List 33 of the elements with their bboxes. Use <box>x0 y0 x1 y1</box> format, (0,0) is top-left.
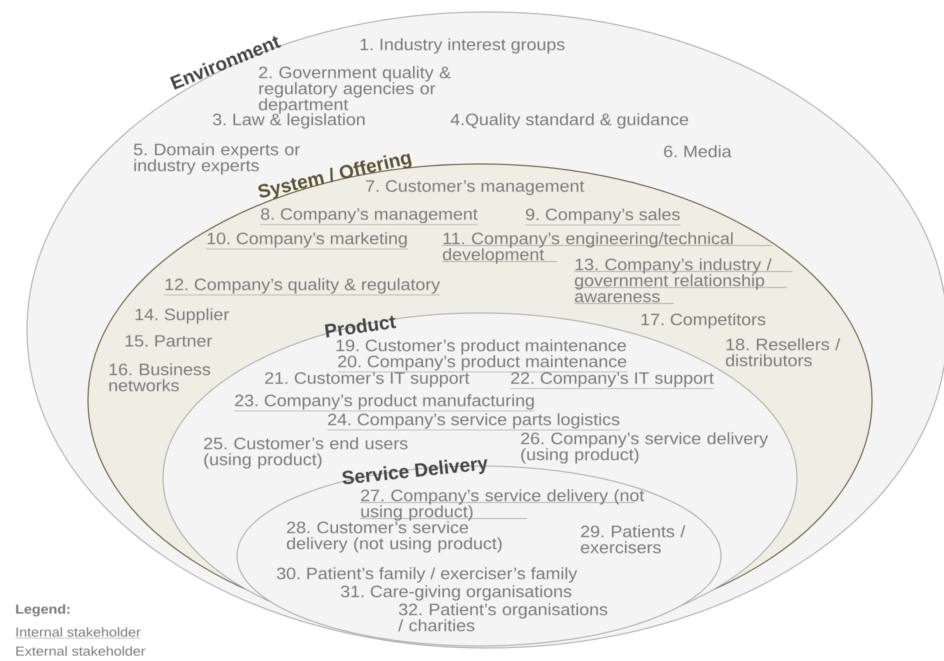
stakeholder-text: 1. Industry interest groups <box>360 38 565 54</box>
stakeholder-text: 21. Customer’s IT support <box>265 372 470 388</box>
stakeholder-text: 22. Company’s IT support <box>510 372 714 389</box>
stakeholder-text: 26. Company’s service delivery (using product) <box>521 432 768 464</box>
stakeholder-text: 15. Partner <box>126 335 212 347</box>
stakeholder-text: 23. Company’s product manufacturing <box>234 394 536 412</box>
stakeholder-text: 7. Customer’s management <box>366 180 584 196</box>
stakeholder-text: 6. Media <box>664 145 732 158</box>
stakeholder-text: 29. Patients / exercisers <box>580 525 686 554</box>
stakeholder-text: 17. Competitors <box>642 313 766 329</box>
stakeholder-text: 28. Customer’s service delivery (not using product) <box>286 521 502 553</box>
stakeholder-text: 27. Company’s service delivery (not using product) <box>360 489 644 521</box>
stakeholder-text: 32. Patient’s organisations / charities <box>398 603 608 632</box>
stakeholder-text: 10. Company’s marketing <box>206 232 408 250</box>
stakeholder-text: 3. Law & legislation <box>212 113 365 129</box>
stakeholder-text: 24. Company’s service parts logistics <box>327 413 620 430</box>
stakeholder-text: 19. Customer’s product maintenance <box>336 339 626 355</box>
legend-heading: Legend: <box>16 604 70 616</box>
stakeholder-text: 16. Business networks <box>109 363 210 392</box>
stakeholder-text: 14. Supplier <box>136 308 229 324</box>
region-heading: Product <box>324 316 396 338</box>
stakeholder-text: 8. Company’s management <box>260 208 478 225</box>
stakeholder-text: 18. Resellers / distributors <box>726 338 840 366</box>
stakeholder-text: 30. Patient’s family / exerciser’s family <box>276 567 578 583</box>
stakeholder-text: 9. Company’s sales <box>525 208 681 226</box>
stakeholder-text: 4.Quality standard & guidance <box>450 113 688 129</box>
stakeholder-text: 12. Company’s quality & regulatory <box>164 278 440 296</box>
legend-entry: Internal stakeholder <box>15 627 141 638</box>
legend-entry: External stakeholder <box>16 646 146 656</box>
stakeholder-text: 31. Care-giving organisations <box>340 585 572 601</box>
stakeholder-text: 5. Domain experts or industry experts <box>134 143 300 175</box>
region-heading: Service Delivery <box>342 459 488 484</box>
stakeholder-text: 20. Company’s product maintenance <box>337 355 628 372</box>
